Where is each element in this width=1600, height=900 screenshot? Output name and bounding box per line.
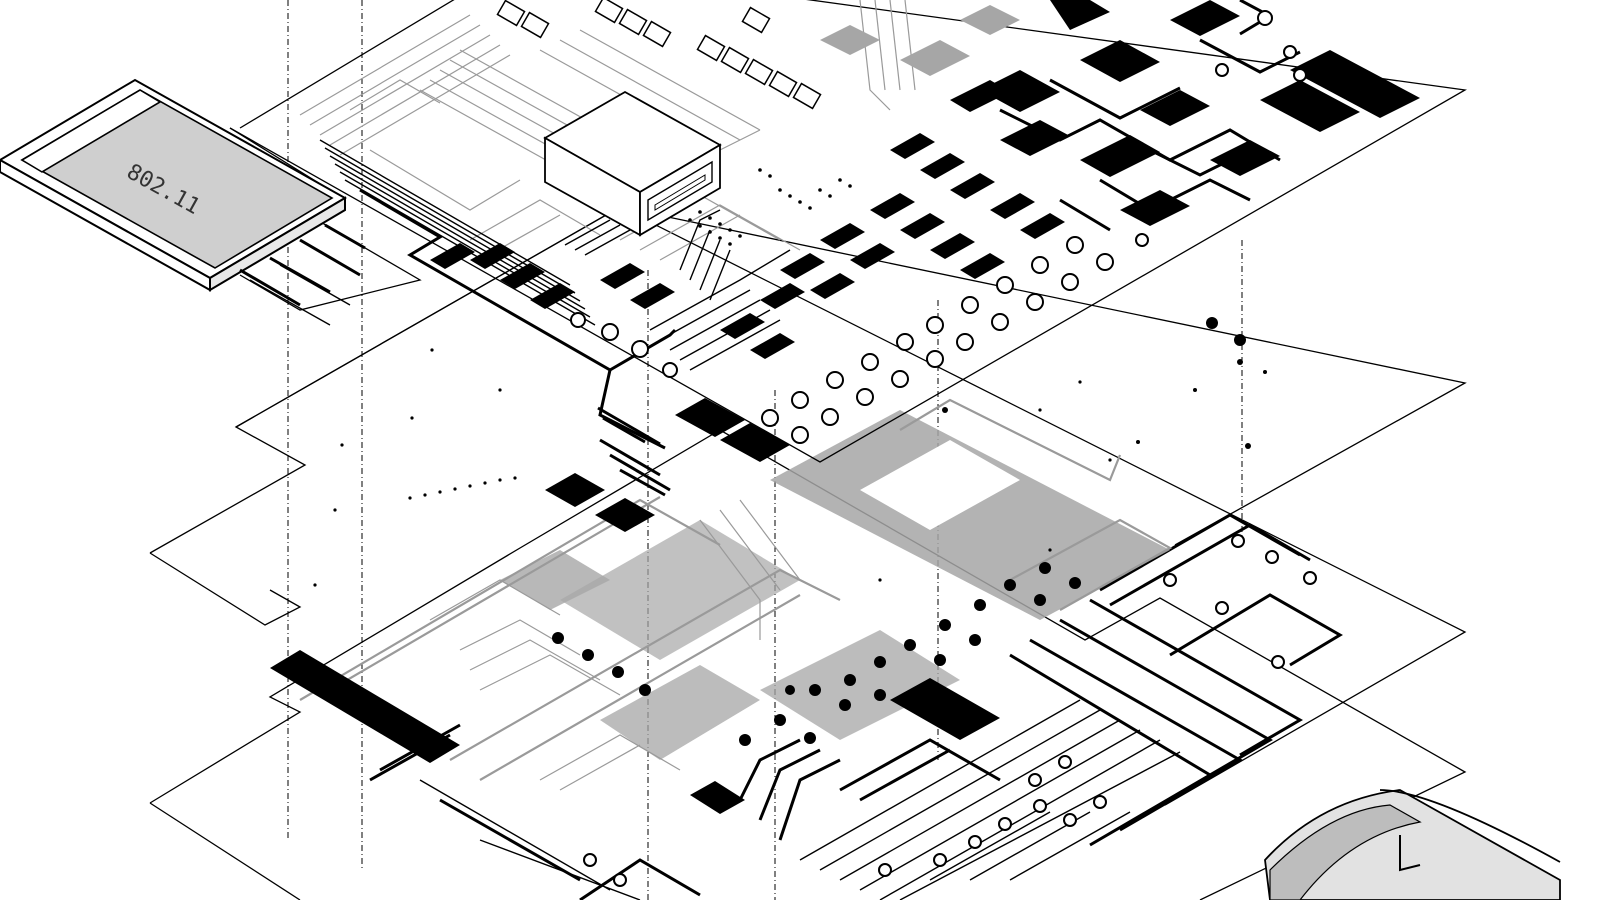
cylinder-component <box>1264 789 1561 900</box>
pcb-layer-top <box>229 0 1467 532</box>
smd-pad-array <box>430 133 1065 359</box>
gray-pad-array <box>496 0 822 110</box>
connector-jack <box>543 90 722 256</box>
via-array <box>552 562 1081 746</box>
pcb-layer-2 <box>235 206 1467 546</box>
pcb-layer-3 <box>149 206 1467 814</box>
through-hole-pads <box>570 10 1307 444</box>
via-field <box>688 168 852 246</box>
small-vias <box>313 443 1112 587</box>
pcb-layer-bottom <box>149 429 1467 900</box>
wireless-module: 802.11 <box>0 78 366 326</box>
